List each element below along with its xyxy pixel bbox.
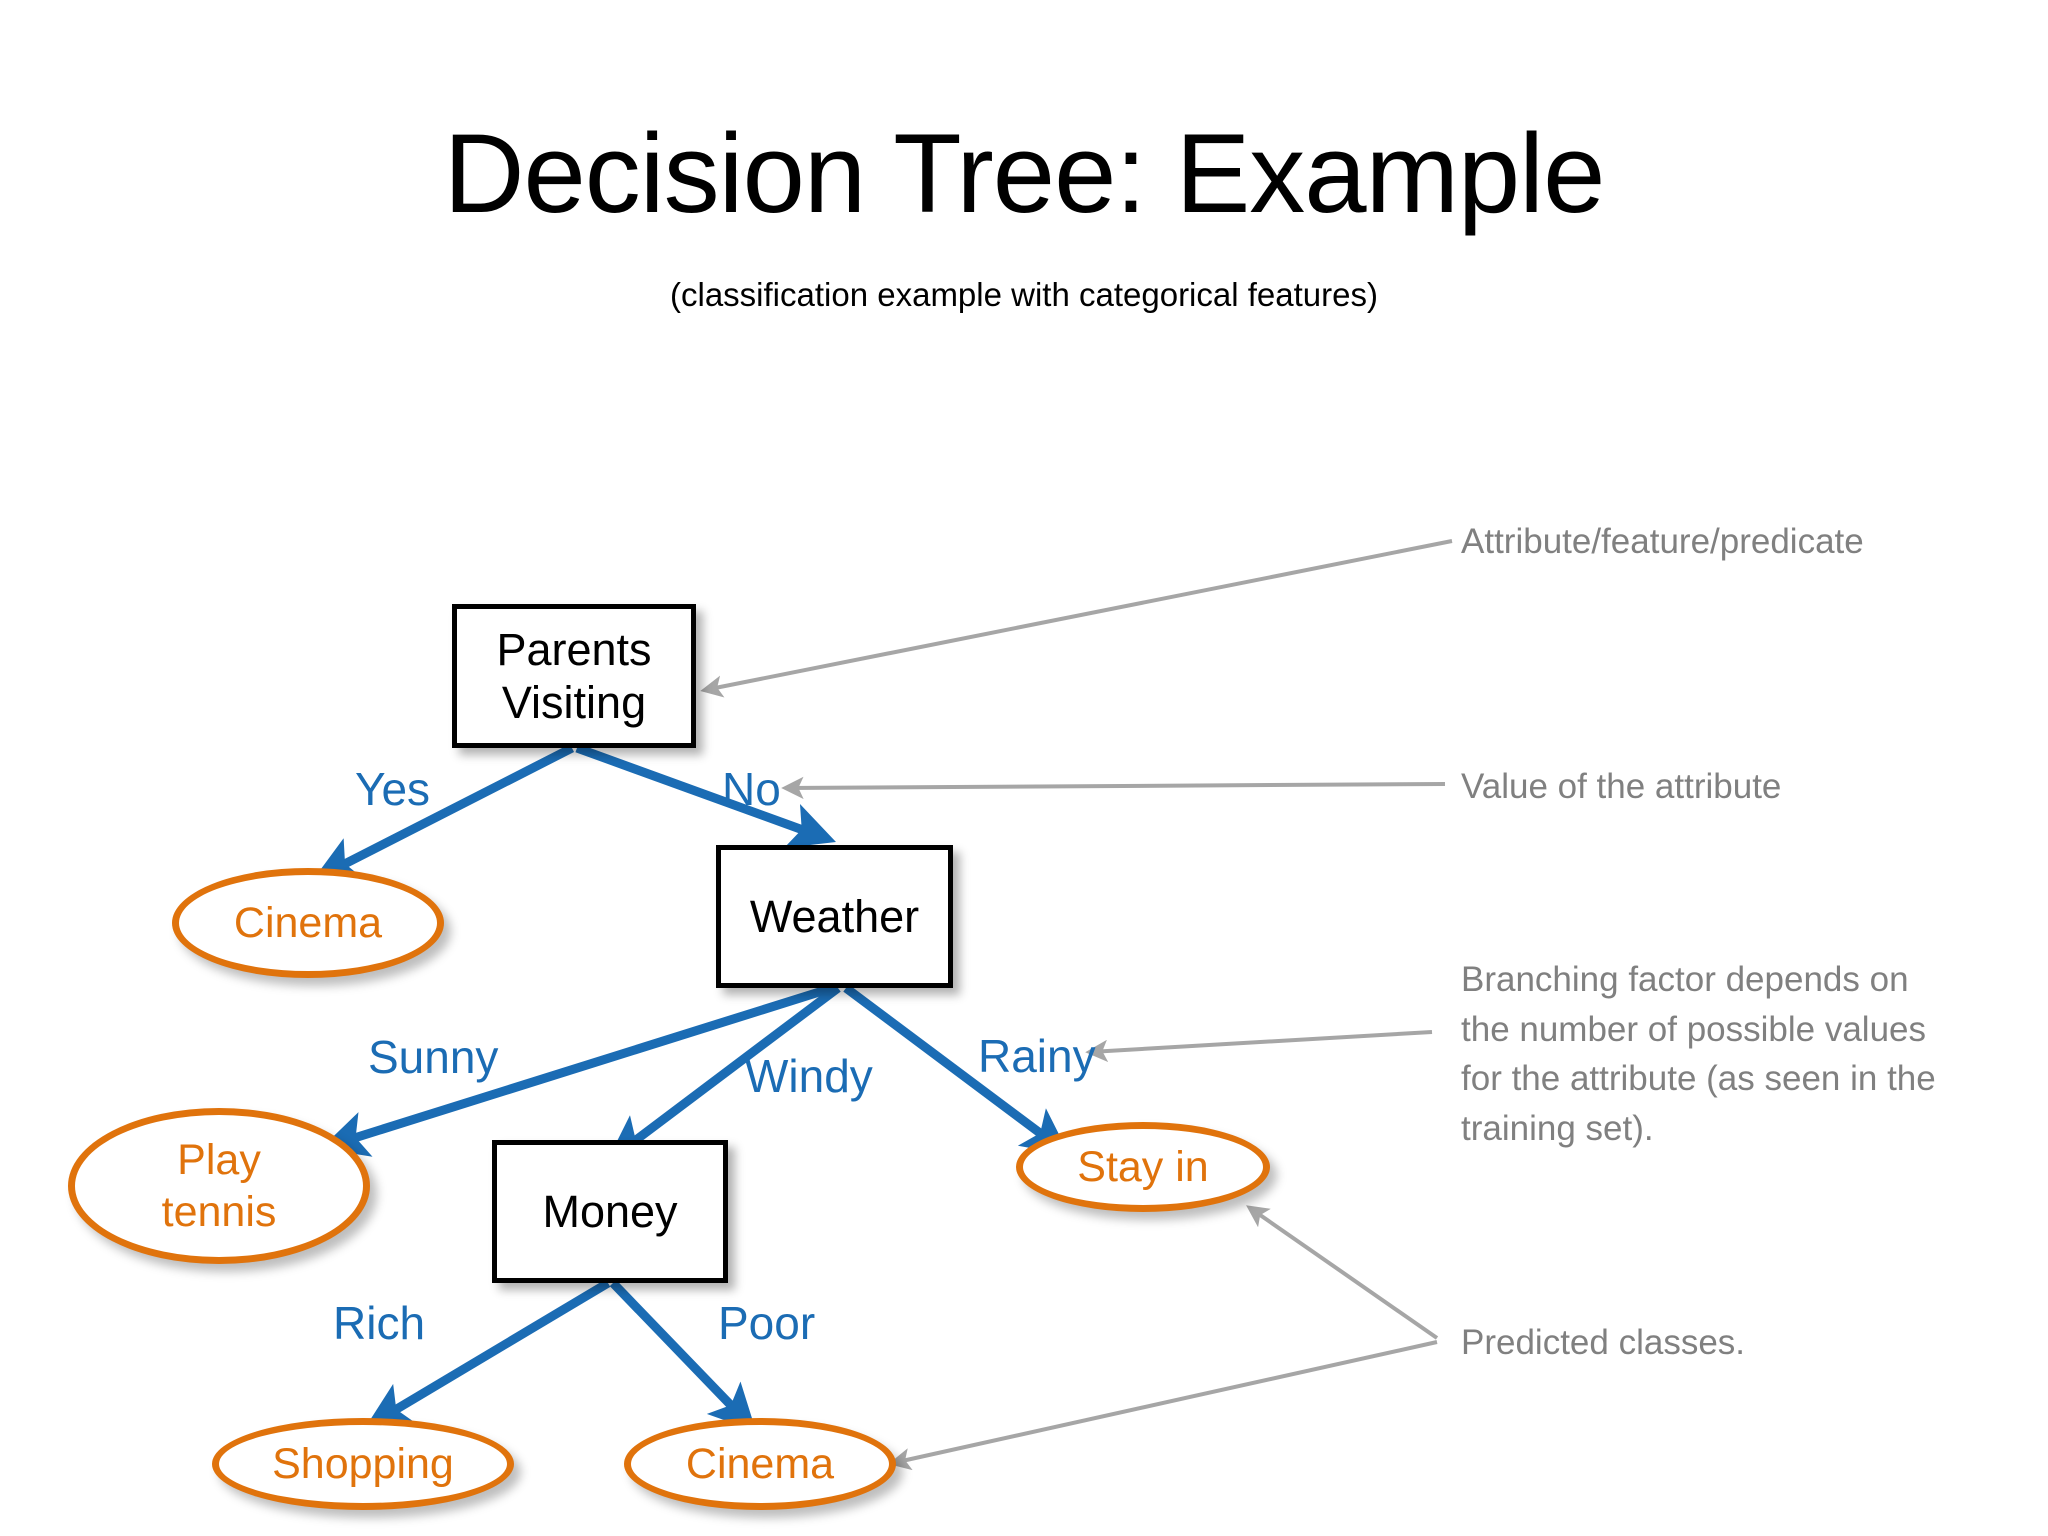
edge-parents-to-weather (575, 743, 836, 849)
leaf-node-play-tennis-label: Play tennis (162, 1134, 277, 1239)
leaf-node-cinema-yes[interactable]: Cinema (172, 868, 444, 978)
decision-node-money[interactable]: Money (492, 1140, 728, 1283)
annotation-predicted-classes: Predicted classes. (1461, 1323, 1746, 1362)
leaf-node-stay-in-label: Stay in (1077, 1142, 1209, 1191)
page-title: Decision Tree: Example (443, 111, 1606, 236)
annotation-branching-line-3: for the attribute (as seen in the (1461, 1059, 1936, 1099)
node-label-line2: Visiting (501, 677, 647, 728)
leaf-node-play-tennis[interactable]: Play tennis (68, 1108, 370, 1264)
annotation-branching-line-4: training set). (1461, 1109, 1654, 1149)
leaf-node-shopping-label: Shopping (272, 1439, 454, 1488)
edge-label-rich: Rich (333, 1297, 426, 1349)
leaf-label-line1: Play (177, 1135, 261, 1184)
decision-node-parents-visiting[interactable]: Parents Visiting (452, 604, 696, 748)
leaf-node-cinema-yes-label: Cinema (233, 898, 383, 947)
edge-label-windy: Windy (745, 1050, 873, 1102)
annotation-line-predicted-cinema (888, 1340, 1438, 1471)
leaf-node-shopping[interactable]: Shopping (212, 1418, 514, 1510)
annotation-line-predicted-stayin (1246, 1205, 1439, 1340)
annotation-branching-line-2: the number of possible values (1461, 1009, 1926, 1049)
annotation-attribute-feature-predicate: Attribute/feature/predicate (1461, 522, 1864, 561)
annotation-branching-factor: Branching factor depends on the number o… (1461, 955, 2006, 1154)
leaf-node-cinema-poor[interactable]: Cinema (624, 1418, 896, 1510)
edge-label-poor: Poor (718, 1297, 816, 1349)
leaf-node-cinema-poor-label: Cinema (685, 1439, 835, 1488)
decision-node-parents-visiting-label: Parents Visiting (496, 623, 651, 729)
edge-label-rainy: Rainy (978, 1030, 1096, 1082)
node-label-line1: Parents (496, 623, 652, 675)
leaf-label-line2: tennis (161, 1188, 277, 1236)
edge-label-no: No (722, 763, 781, 815)
annotation-value-of-attribute: Value of the attribute (1461, 767, 1782, 806)
decision-node-money-label: Money (542, 1185, 678, 1237)
edge-label-yes: Yes (355, 763, 431, 815)
annotation-line-value (781, 776, 1446, 800)
page-subtitle: (classification example with categorical… (670, 276, 1378, 313)
edge-label-sunny: Sunny (368, 1031, 499, 1083)
annotation-line-attribute (700, 539, 1453, 698)
leaf-node-stay-in[interactable]: Stay in (1016, 1122, 1270, 1212)
decision-node-weather-label: Weather (749, 890, 920, 942)
annotation-line-branching (1085, 1030, 1433, 1063)
decision-node-weather[interactable]: Weather (716, 845, 953, 988)
annotation-branching-line-1: Branching factor depends on (1461, 960, 1909, 999)
